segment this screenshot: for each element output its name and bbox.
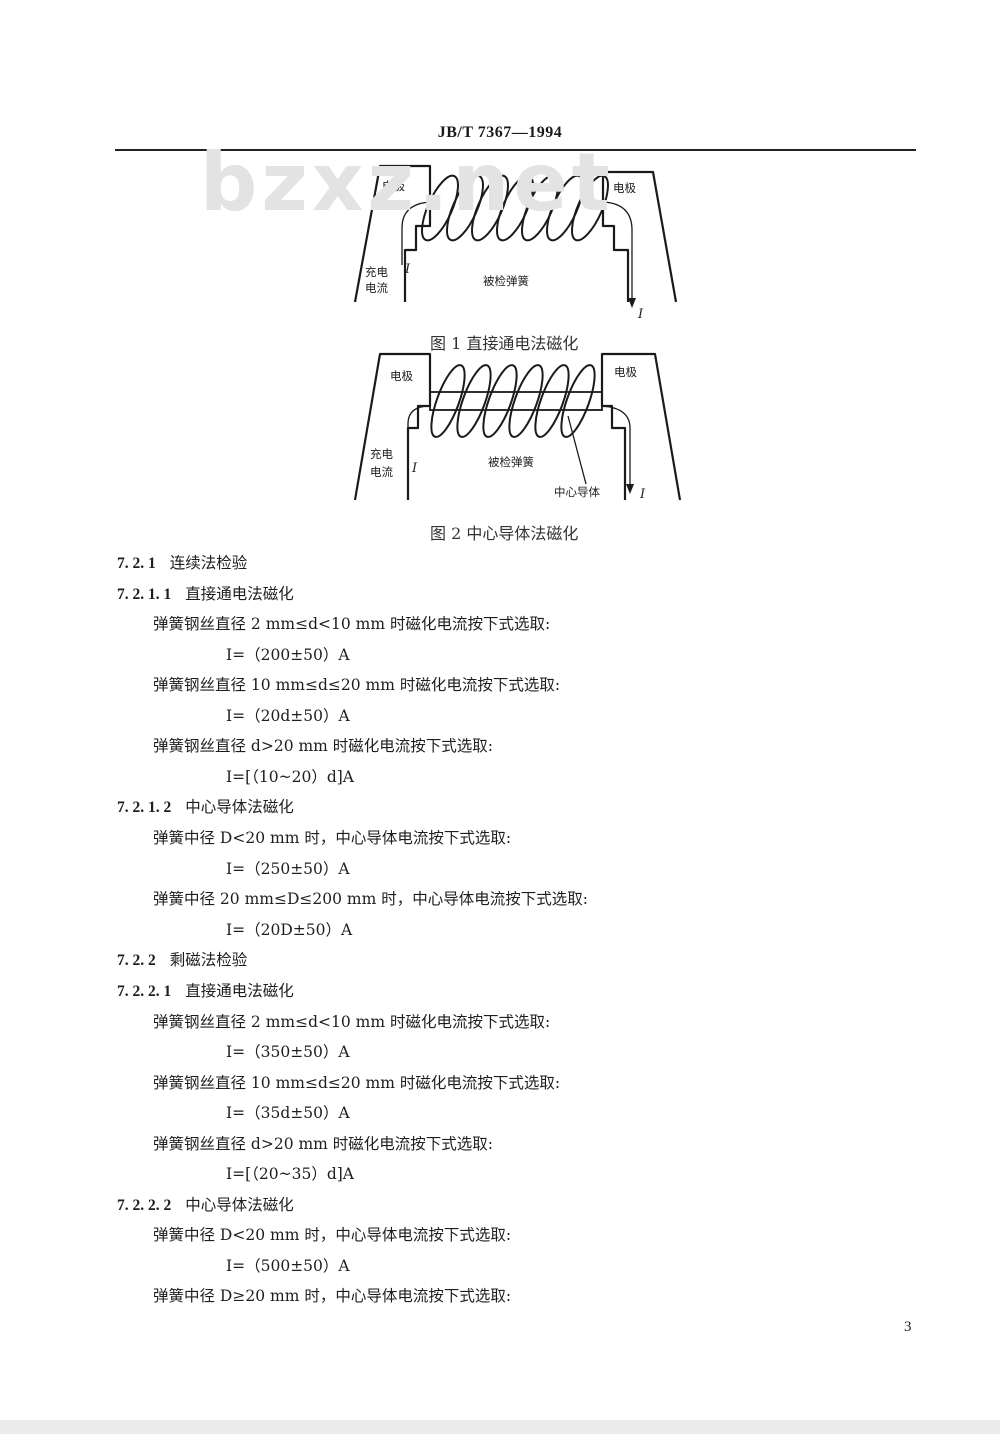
fig2-charge-label-2: 电流	[370, 465, 393, 479]
spring-coil	[430, 364, 596, 438]
formula: I=[（20~35）d]A	[226, 1165, 355, 1183]
formula: I=（350±50）A	[226, 1043, 350, 1061]
paragraph: 弹簧钢丝直径 2 mm≤d<10 mm 时磁化电流按下式选取:	[153, 1013, 551, 1031]
current-out-arrow	[603, 201, 633, 300]
paragraph: 弹簧中径 D<20 mm 时，中心导体电流按下式选取:	[153, 1226, 512, 1244]
fig1-charge-label-1: 充电	[365, 265, 388, 279]
fig1-left-electrode-label: 电极	[382, 179, 405, 193]
fig2-charge-label-1: 充电	[370, 447, 393, 461]
fig1-right-electrode-label: 电极	[613, 181, 636, 195]
section-7-2-1-2-heading: 7. 2. 1. 2 中心导体法磁化	[117, 795, 294, 817]
section-title: 直接通电法磁化	[185, 982, 294, 1000]
spring-coil	[421, 174, 609, 242]
header-rule	[115, 149, 916, 151]
section-number: 7. 2. 1	[117, 555, 156, 572]
current-in-arrow	[401, 201, 431, 265]
section-7-2-1-1-heading: 7. 2. 1. 1 直接通电法磁化	[117, 582, 294, 604]
right-electrode	[601, 170, 678, 303]
fig2-spring-label: 被检弹簧	[488, 455, 534, 469]
current-in-arrow	[407, 405, 431, 460]
paragraph: 弹簧中径 D≥20 mm 时，中心导体电流按下式选取:	[153, 1287, 512, 1305]
page-number: 3	[904, 1319, 912, 1335]
figure-1-caption: 图 1 直接通电法磁化	[430, 334, 579, 353]
paragraph: 弹簧中径 D<20 mm 时，中心导体电流按下式选取:	[153, 829, 512, 847]
fig2-left-electrode-label: 电极	[390, 369, 413, 383]
formula: I=（20D±50）A	[226, 921, 353, 939]
paragraph: 弹簧钢丝直径 10 mm≤d≤20 mm 时磁化电流按下式选取:	[153, 676, 561, 694]
section-title: 中心导体法磁化	[185, 798, 294, 816]
current-out-arrow	[601, 405, 631, 486]
document-code: JB/T 7367—1994	[437, 124, 563, 141]
fig1-charge-label-2: 电流	[365, 281, 388, 295]
section-number: 7. 2. 2. 2	[117, 1197, 172, 1214]
section-number: 7. 2. 2	[117, 952, 156, 969]
fig1-spring-label: 被检弹簧	[483, 274, 529, 288]
fig2-right-electrode-label: 电极	[614, 365, 637, 379]
fig1-current-in-label: I	[404, 262, 411, 277]
paragraph: 弹簧钢丝直径 d>20 mm 时磁化电流按下式选取:	[153, 737, 494, 755]
bottom-band	[0, 1420, 1000, 1434]
figure-2-diagram: 电极 电极 充电 电流 I I 被检弹簧 中心导体	[353, 352, 682, 502]
paragraph: 弹簧钢丝直径 d>20 mm 时磁化电流按下式选取:	[153, 1135, 494, 1153]
paragraph: 弹簧钢丝直径 2 mm≤d<10 mm 时磁化电流按下式选取:	[153, 615, 551, 633]
section-title: 剩磁法检验	[169, 951, 248, 969]
fig1-current-out-label: I	[637, 307, 644, 322]
section-number: 7. 2. 2. 1	[117, 983, 172, 1000]
section-title: 连续法检验	[169, 554, 248, 572]
paragraph: 弹簧中径 20 mm≤D≤200 mm 时，中心导体电流按下式选取:	[153, 890, 588, 908]
formula: I=（250±50）A	[226, 860, 350, 878]
fig2-conductor-label: 中心导体	[554, 485, 600, 499]
section-7-2-1-heading: 7. 2. 1 连续法检验	[117, 551, 247, 573]
formula: I=（500±50）A	[226, 1257, 350, 1275]
section-number: 7. 2. 1. 2	[117, 799, 172, 816]
formula: I=（20d±50）A	[226, 707, 350, 725]
figure-1-diagram: 电极 电极 充电 电流 I I 被检弹簧	[353, 164, 678, 322]
formula: I=（35d±50）A	[226, 1104, 350, 1122]
section-number: 7. 2. 1. 1	[117, 586, 172, 603]
paragraph: 弹簧钢丝直径 10 mm≤d≤20 mm 时磁化电流按下式选取:	[153, 1074, 561, 1092]
section-title: 中心导体法磁化	[185, 1196, 294, 1214]
fig2-current-in-label: I	[411, 461, 418, 476]
conductor-leader-line	[567, 415, 587, 485]
formula: I=（200±50）A	[226, 646, 350, 664]
fig2-current-out-label: I	[639, 487, 646, 502]
section-7-2-2-heading: 7. 2. 2 剩磁法检验	[117, 948, 247, 970]
section-7-2-2-2-heading: 7. 2. 2. 2 中心导体法磁化	[117, 1193, 294, 1215]
section-7-2-2-1-heading: 7. 2. 2. 1 直接通电法磁化	[117, 979, 294, 1001]
center-conductor	[429, 391, 603, 411]
section-title: 直接通电法磁化	[185, 585, 294, 603]
figure-2-caption: 图 2 中心导体法磁化	[430, 524, 579, 543]
formula: I=[（10~20）d]A	[226, 768, 355, 786]
